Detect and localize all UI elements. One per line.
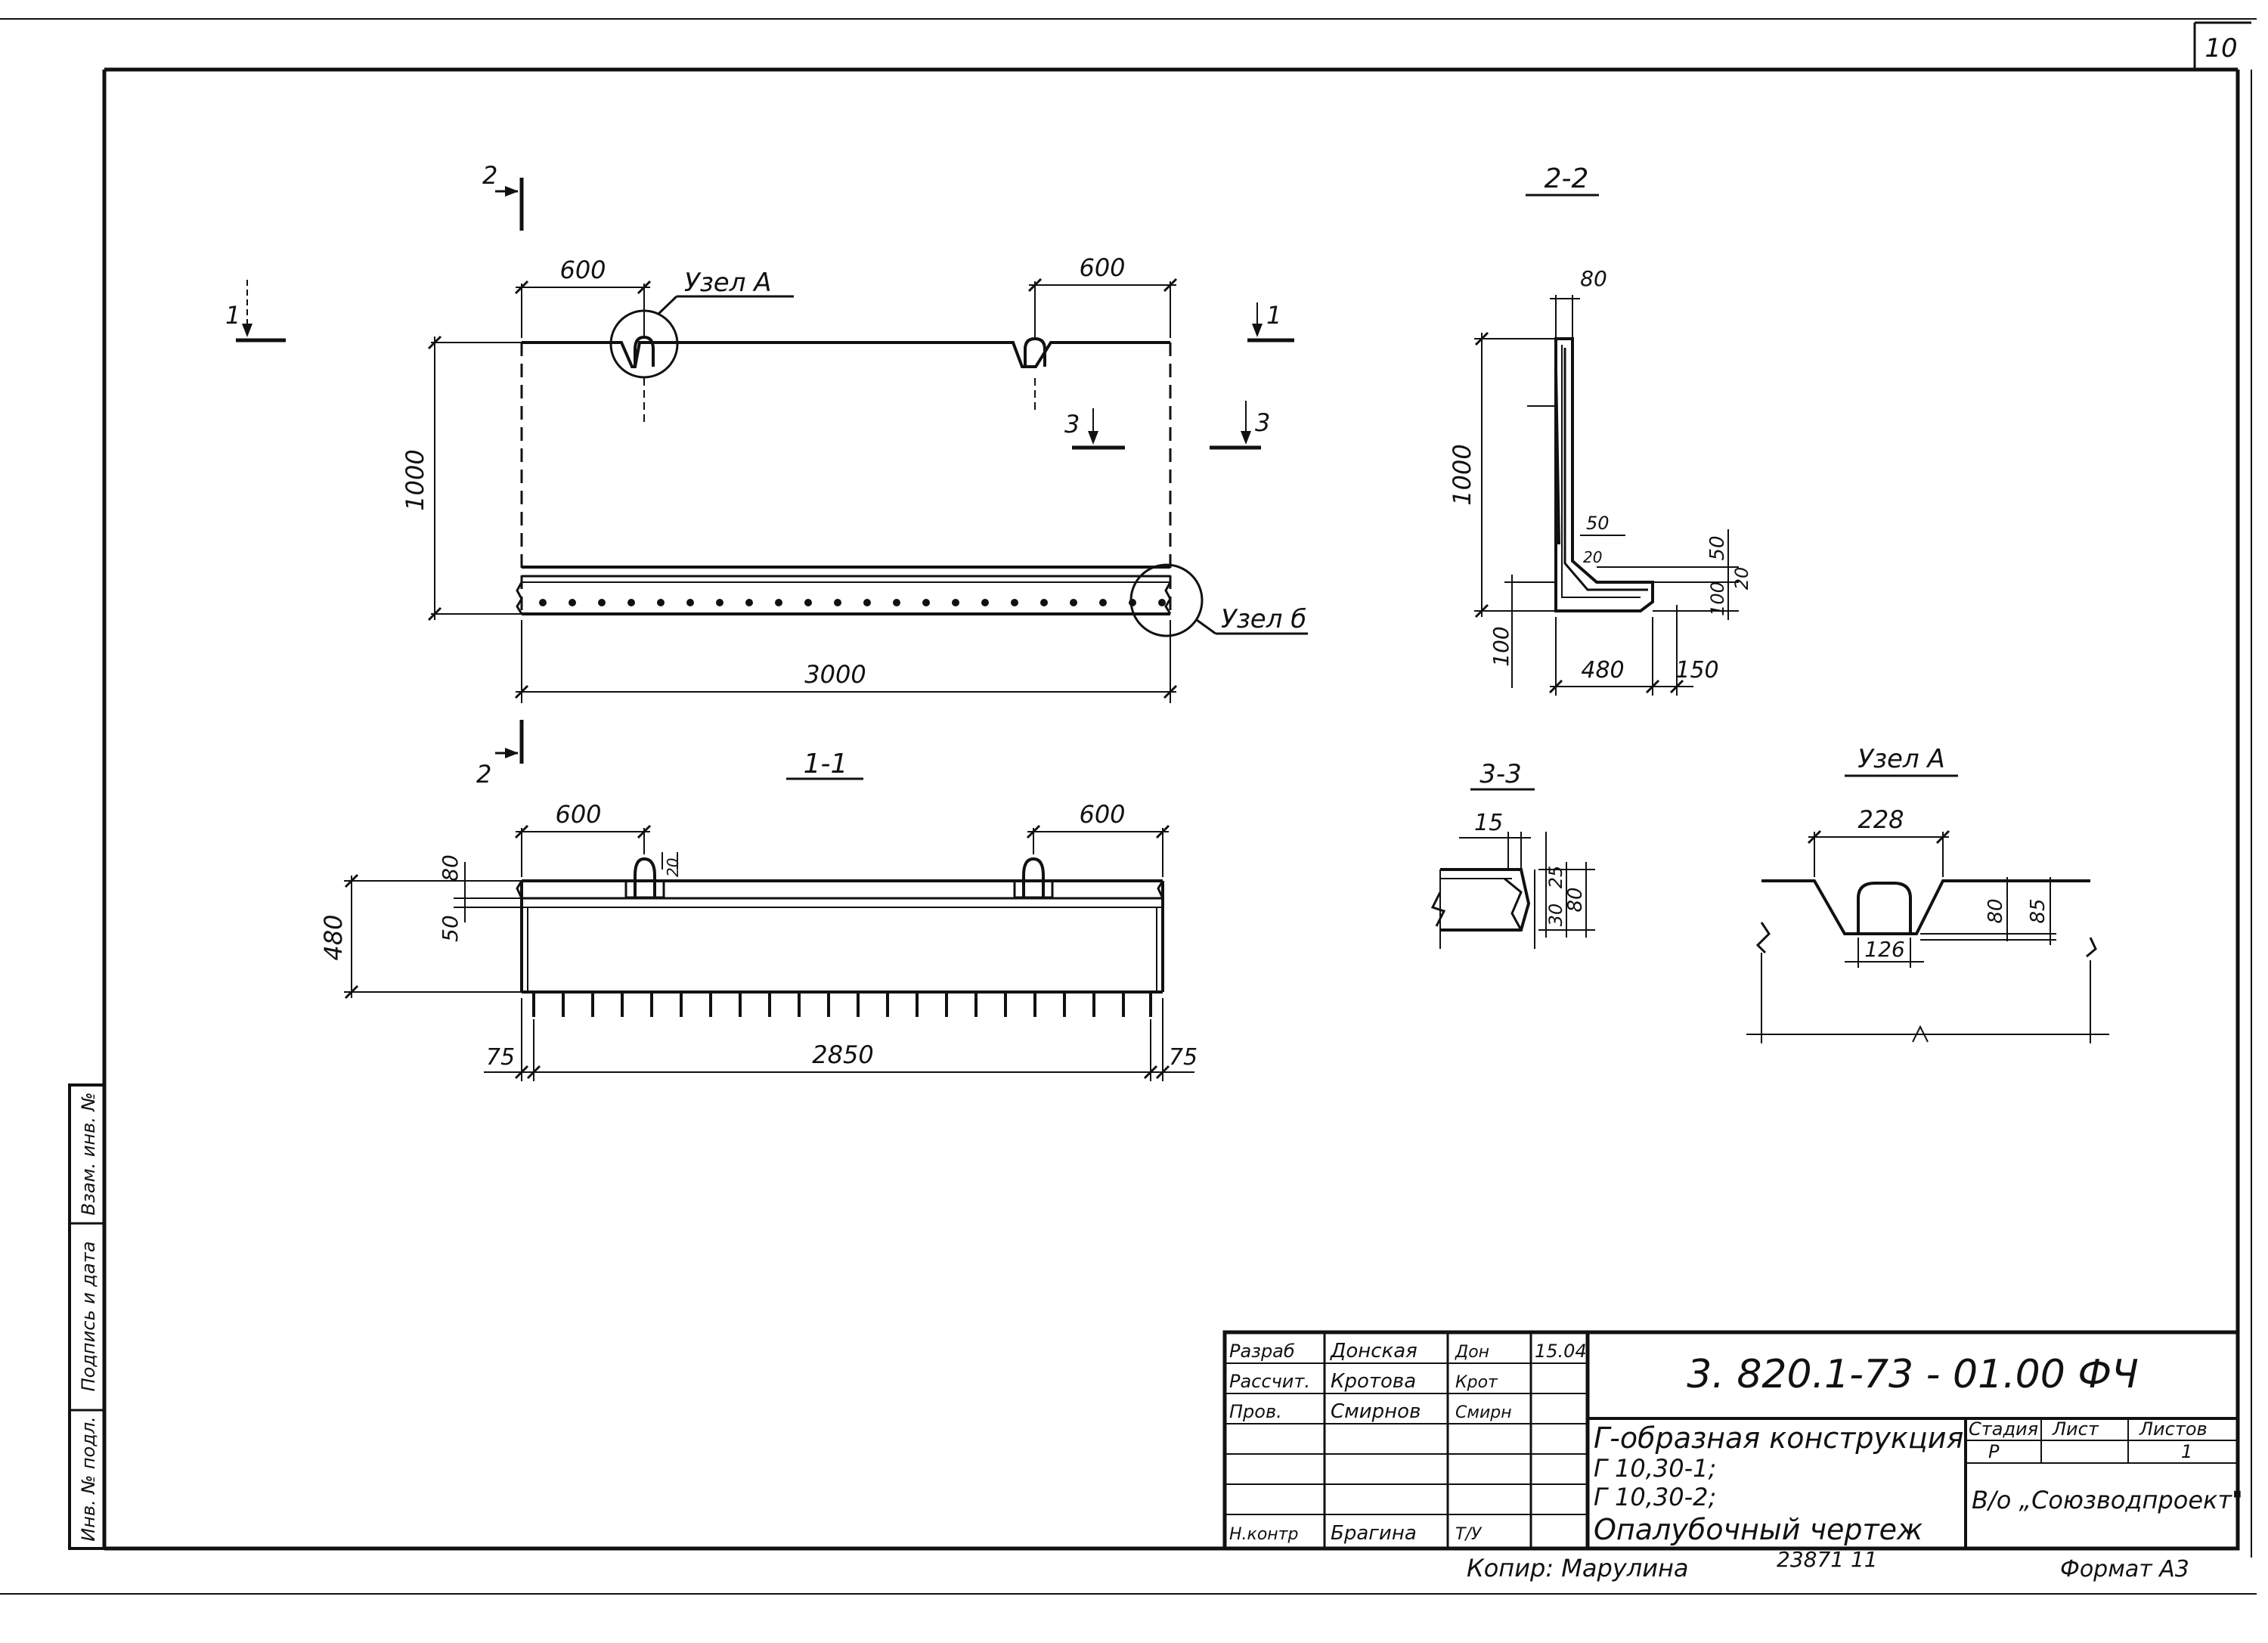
- sheets-header: Листов: [2139, 1418, 2208, 1440]
- section-mark-3-right: 3: [1255, 408, 1270, 437]
- title-block-row-2: Рассчит. Кротова Крот: [1229, 1370, 1498, 1393]
- signature: Дон: [1455, 1343, 1489, 1362]
- copier-note: Копир: Марулина: [1467, 1554, 1689, 1583]
- section-3-3-title: 3-3: [1479, 759, 1522, 789]
- role: Разраб: [1229, 1341, 1295, 1362]
- node-a-dim-80: 80: [1984, 898, 2007, 923]
- stage-value: Р: [1988, 1441, 2000, 1462]
- section-1-1: 1-1: [319, 749, 1198, 1081]
- sheets-value: 1: [2181, 1441, 2192, 1462]
- section-mark-2-top: 2: [482, 161, 497, 190]
- node-b-label: Узел б: [1221, 604, 1306, 634]
- name: Кротова: [1331, 1370, 1416, 1393]
- section-mark-3-left: 3: [1064, 410, 1080, 439]
- node-a-dim-85: 85: [2027, 898, 2050, 923]
- section-2-2-title: 2-2: [1545, 163, 1589, 194]
- sec22-dim-1000: 1000: [1448, 444, 1476, 505]
- sec11-dim-600-left: 600: [555, 800, 601, 829]
- organization: В/о „Союзводпроект": [1972, 1486, 2243, 1514]
- strip-cell-replaced-inv: Взам. инв. №: [78, 1093, 99, 1216]
- sec11-dim-75-left: 75: [486, 1044, 515, 1071]
- dim-600-right: 600: [1079, 253, 1125, 282]
- name: Смирнов: [1331, 1400, 1421, 1423]
- date: 15.04: [1535, 1341, 1587, 1362]
- sec22-dim-100-right: 100: [1707, 581, 1728, 616]
- sec22-dim-100-left: 100: [1489, 626, 1514, 666]
- title-block-row-7: Н.контр Брагина Т/У: [1229, 1522, 1483, 1545]
- description-line-4: Опалубочный чертеж: [1594, 1513, 1923, 1546]
- node-a-dim-228: 228: [1857, 805, 1904, 834]
- title-block-row-3: Пров. Смирнов Смирн: [1229, 1400, 1512, 1423]
- sec11-dim-480: 480: [319, 914, 348, 960]
- sec33-dim-80: 80: [1564, 887, 1587, 912]
- slab-holes: [539, 599, 1166, 606]
- node-a-dim-126: 126: [1864, 937, 1904, 962]
- signature: Т/У: [1455, 1525, 1483, 1544]
- node-a-detail-title: Узел А: [1857, 744, 1945, 774]
- stage-header: Стадия: [1969, 1418, 2038, 1440]
- role: Пров.: [1229, 1401, 1282, 1422]
- signature: Смирн: [1455, 1403, 1512, 1422]
- section-mark-1-right: 1: [1266, 301, 1281, 330]
- name: Брагина: [1331, 1522, 1417, 1545]
- section-mark-1-left: 1: [225, 301, 240, 330]
- sec22-dim-150: 150: [1675, 657, 1718, 684]
- section-2-2: 2-2 80 1000 100 50 20 50 20 100: [1448, 163, 1752, 696]
- dim-3000-length: 3000: [804, 660, 866, 689]
- sec11-dim-600-right: 600: [1079, 800, 1125, 829]
- node-a-detail: Узел А 228 80 85 126: [1746, 744, 2109, 1043]
- page-number: 10: [2204, 33, 2237, 64]
- sec33-dim-15: 15: [1474, 810, 1503, 836]
- sec11-dim-50: 50: [438, 915, 463, 942]
- sec11-dim-20: 20: [664, 858, 682, 877]
- sec11-dim-80: 80: [438, 854, 463, 882]
- sheet-format: Формат А3: [2060, 1556, 2189, 1583]
- description-line-3: Г 10,30-2;: [1594, 1483, 1716, 1511]
- sec22-dim-20-inner: 20: [1583, 548, 1602, 566]
- description-line-2: Г 10,30-1;: [1594, 1454, 1716, 1483]
- main-view: Узел А Узел б 600: [225, 161, 1308, 789]
- below-frame-notes: Копир: Марулина 23871 11 Формат А3: [1467, 1547, 2189, 1583]
- sec22-dim-80: 80: [1580, 266, 1607, 291]
- rebar-outlets: [532, 992, 1152, 1017]
- section-3-3: 3-3 15 25 30 80: [1430, 759, 1595, 949]
- name: Донская: [1330, 1340, 1418, 1362]
- title-block: Разраб Донская Дон 15.04 Рассчит. Кротов…: [1222, 1330, 2243, 1551]
- role: Н.контр: [1229, 1525, 1298, 1544]
- sheet-frame: 10: [0, 18, 2257, 1595]
- strip-cell-signature-date: Подпись и дата: [78, 1242, 99, 1392]
- dim-1000-height: 1000: [401, 449, 429, 510]
- sec11-dim-75-right: 75: [1169, 1044, 1198, 1071]
- doc-code: 3. 820.1-73 - 01.00 ФЧ: [1687, 1352, 2139, 1397]
- section-mark-2-bottom: 2: [476, 760, 491, 789]
- role: Рассчит.: [1229, 1371, 1310, 1392]
- sec22-dim-50-right: 50: [1706, 535, 1729, 560]
- sec22-dim-20-right: 20: [1731, 567, 1752, 591]
- description-line-1: Г-образная конструкция: [1594, 1421, 1963, 1455]
- strip-cell-orig-inv: Инв. № подл.: [78, 1416, 99, 1542]
- sec11-dim-2850: 2850: [812, 1040, 873, 1069]
- sec33-dim-30: 30: [1545, 904, 1566, 927]
- node-a-label: Узел А: [684, 268, 772, 298]
- section-1-1-title: 1-1: [804, 749, 848, 780]
- sec22-dim-50-inner: 50: [1586, 513, 1610, 534]
- left-side-strip: Взам. инв. № Подпись и дата Инв. № подл.: [68, 1083, 106, 1550]
- sec33-dim-25: 25: [1545, 866, 1566, 889]
- inventory-code: 23871 11: [1777, 1547, 1878, 1572]
- title-block-row-1: Разраб Донская Дон 15.04: [1229, 1340, 1587, 1362]
- sec22-dim-480: 480: [1581, 657, 1624, 684]
- signature: Крот: [1455, 1373, 1498, 1392]
- dim-600-left: 600: [559, 256, 606, 284]
- sheet-header: Лист: [2052, 1418, 2099, 1440]
